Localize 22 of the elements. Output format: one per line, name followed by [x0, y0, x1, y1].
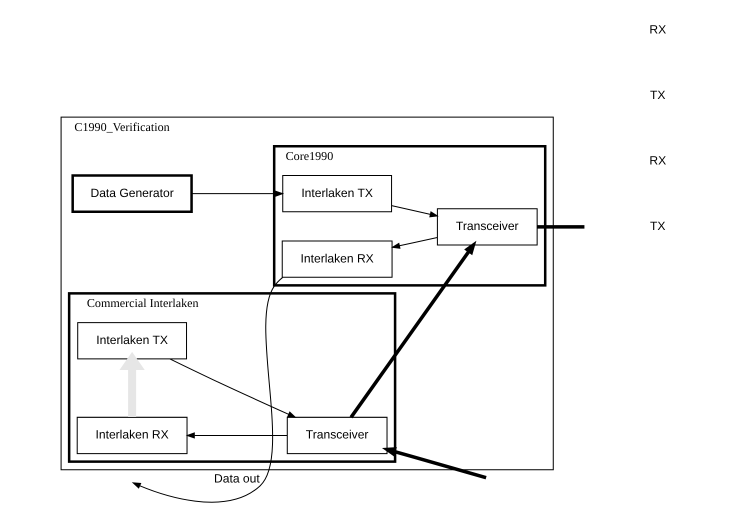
- node-box: Data Generator: [71, 174, 193, 214]
- connector: [537, 225, 584, 229]
- label: RX: [649, 154, 666, 168]
- arrow: [119, 352, 145, 417]
- arrow: [192, 190, 284, 197]
- arrow: [186, 432, 288, 439]
- label: TX: [650, 88, 666, 102]
- node-box: Interlaken RX: [76, 416, 188, 454]
- node-box: Transceiver: [436, 208, 538, 246]
- node-box: Interlaken RX: [282, 240, 393, 278]
- edge-label: Data out: [214, 471, 260, 486]
- node-box: Interlaken TX: [77, 322, 188, 360]
- label: RX: [649, 22, 666, 37]
- arrow: [132, 277, 283, 503]
- arrow: [350, 240, 476, 418]
- label: TX: [650, 219, 666, 234]
- arrow: [392, 205, 439, 218]
- arrow: [170, 358, 297, 418]
- node-box: Transceiver: [286, 416, 388, 454]
- arrow: [390, 237, 438, 249]
- node-box: Interlaken TX: [282, 175, 392, 212]
- arrow: [382, 447, 487, 480]
